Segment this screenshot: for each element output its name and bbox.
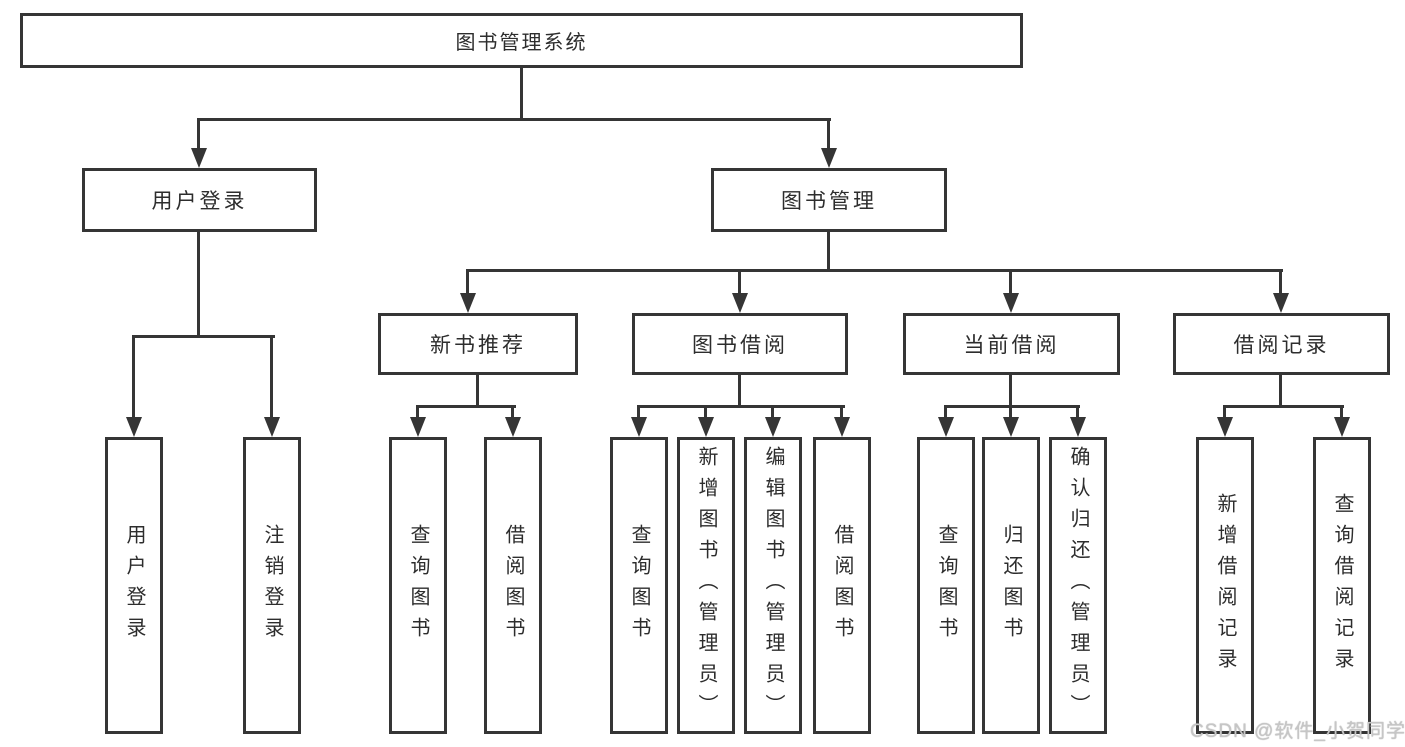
- connector-vline: [197, 118, 200, 150]
- connector-hline: [1223, 405, 1344, 408]
- node-root: 图书管理系统: [20, 13, 1023, 68]
- connector-vline: [466, 269, 469, 295]
- node-leaf-rec-query-books: 查询图书: [389, 437, 447, 734]
- node-user-login: 用户登录: [82, 168, 317, 232]
- connector-vline: [771, 405, 774, 419]
- connector-hline: [416, 405, 516, 408]
- watermark: CSDN @软件_小贺同学: [1190, 721, 1405, 742]
- connector-vline: [416, 405, 419, 419]
- leaf-label: 查询图书: [407, 523, 429, 648]
- arrow-down-icon: [191, 148, 207, 168]
- connector-vline: [1076, 405, 1079, 419]
- connector-vline: [1223, 405, 1226, 419]
- connector-vline: [270, 335, 273, 419]
- node-leaf-rec-borrow-books: 借阅图书: [484, 437, 542, 734]
- connector-vline: [1279, 375, 1282, 408]
- connector-vline: [637, 405, 640, 419]
- arrow-down-icon: [1273, 293, 1289, 313]
- node-leaf-bb-add-books-admin: 新增图书（管理员）: [677, 437, 735, 734]
- connector-hline: [466, 269, 1283, 272]
- node-leaf-br-query-record: 查询借阅记录: [1313, 437, 1371, 734]
- leaf-label: 新增图书（管理员）: [695, 446, 717, 725]
- arrow-down-icon: [631, 417, 647, 437]
- connector-vline: [827, 232, 830, 270]
- connector-vline: [197, 232, 200, 338]
- connector-vline: [704, 405, 707, 419]
- connector-vline: [520, 68, 523, 121]
- arrow-down-icon: [834, 417, 850, 437]
- node-leaf-bb-edit-books-admin: 编辑图书（管理员）: [744, 437, 802, 734]
- arrow-down-icon: [1217, 417, 1233, 437]
- arrow-down-icon: [821, 148, 837, 168]
- connector-vline: [827, 118, 830, 150]
- arrow-down-icon: [1003, 417, 1019, 437]
- connector-vline: [476, 375, 479, 408]
- connector-vline: [1009, 269, 1012, 295]
- arrow-down-icon: [1334, 417, 1350, 437]
- node-new-book-recommend: 新书推荐: [378, 313, 578, 375]
- leaf-label: 查询借阅记录: [1331, 492, 1353, 679]
- leaf-label: 查询图书: [628, 523, 650, 648]
- connector-vline: [1279, 269, 1282, 295]
- connector-hline: [197, 118, 831, 121]
- leaf-label: 注销登录: [261, 523, 283, 648]
- connector-vline: [1340, 405, 1343, 419]
- connector-vline: [132, 335, 135, 419]
- leaf-label: 查询图书: [935, 523, 957, 648]
- arrow-down-icon: [698, 417, 714, 437]
- arrow-down-icon: [460, 293, 476, 313]
- leaf-label: 借阅图书: [502, 523, 524, 648]
- node-leaf-user-login: 用户登录: [105, 437, 163, 734]
- arrow-down-icon: [765, 417, 781, 437]
- leaf-label: 新增借阅记录: [1214, 492, 1236, 679]
- arrow-down-icon: [732, 293, 748, 313]
- node-current-borrow: 当前借阅: [903, 313, 1120, 375]
- leaf-label: 编辑图书（管理员）: [762, 446, 784, 725]
- arrow-down-icon: [1070, 417, 1086, 437]
- arrow-down-icon: [264, 417, 280, 437]
- node-leaf-br-add-record: 新增借阅记录: [1196, 437, 1254, 734]
- arrow-down-icon: [938, 417, 954, 437]
- node-leaf-cb-query-books: 查询图书: [917, 437, 975, 734]
- node-book-borrow: 图书借阅: [632, 313, 848, 375]
- node-borrow-records: 借阅记录: [1173, 313, 1390, 375]
- leaf-label: 借阅图书: [831, 523, 853, 648]
- connector-vline: [840, 405, 843, 419]
- connector-hline: [637, 405, 845, 408]
- leaf-label: 确认归还（管理员）: [1067, 446, 1089, 725]
- node-leaf-logout: 注销登录: [243, 437, 301, 734]
- node-leaf-cb-confirm-return-admin: 确认归还（管理员）: [1049, 437, 1107, 734]
- leaf-label: 用户登录: [123, 523, 145, 648]
- connector-hline: [132, 335, 275, 338]
- connector-vline: [1009, 375, 1012, 408]
- node-leaf-bb-borrow-books: 借阅图书: [813, 437, 871, 734]
- connector-vline: [944, 405, 947, 419]
- connector-hline: [944, 405, 1080, 408]
- connector-vline: [738, 375, 741, 408]
- node-book-management: 图书管理: [711, 168, 947, 232]
- connector-vline: [511, 405, 514, 419]
- arrow-down-icon: [126, 417, 142, 437]
- node-leaf-cb-return-books: 归还图书: [982, 437, 1040, 734]
- arrow-down-icon: [410, 417, 426, 437]
- arrow-down-icon: [505, 417, 521, 437]
- leaf-label: 归还图书: [1000, 523, 1022, 648]
- connector-vline: [738, 269, 741, 295]
- arrow-down-icon: [1003, 293, 1019, 313]
- connector-vline: [1009, 405, 1012, 419]
- node-leaf-bb-query-books: 查询图书: [610, 437, 668, 734]
